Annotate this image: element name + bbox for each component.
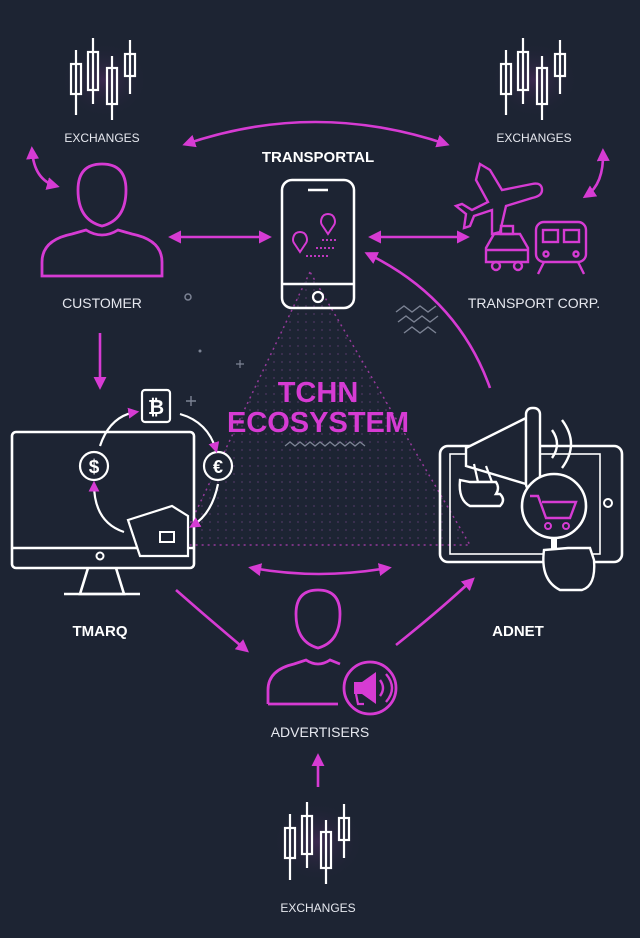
- person-icon: [40, 162, 164, 278]
- vehicles-icon: [453, 162, 588, 275]
- dollar-icon: [78, 450, 110, 482]
- node-tmarq: ₿ $ € TMARQ: [10, 388, 234, 640]
- arrow-tmarq-advertisers: [175, 589, 249, 653]
- connection-arrows: [26, 120, 610, 787]
- node-transportal: TRANSPORTAL: [262, 149, 374, 310]
- arrow-exchanges-left-transportal-right: [182, 120, 450, 148]
- node-exchanges-bottom: EXCHANGES: [272, 802, 364, 915]
- node-exchanges-top-right: EXCHANGES: [490, 38, 578, 145]
- advertisers-label: ADVERTISERS: [271, 724, 370, 740]
- svg-text:₿: ₿: [148, 397, 164, 419]
- candlestick-chart-icon: [283, 802, 351, 884]
- exchanges-bottom-label: EXCHANGES: [280, 901, 355, 915]
- exchanges-top-right-label: EXCHANGES: [496, 131, 571, 145]
- node-advertisers: ADVERTISERS: [266, 588, 398, 740]
- arrow-advertisers-adnet: [395, 577, 475, 647]
- node-adnet: ADNET: [438, 406, 624, 640]
- candlestick-chart-icon: [69, 38, 137, 120]
- bitcoin-icon: [140, 388, 172, 424]
- arrow-exchanges-customer: [26, 146, 60, 190]
- arrow-exchanges-transport: [582, 148, 610, 199]
- adnet-label: ADNET: [492, 623, 544, 640]
- tmarq-label: TMARQ: [73, 623, 128, 640]
- node-transport-corp: TRANSPORT CORP.: [453, 162, 600, 311]
- svg-text:€: €: [213, 457, 223, 477]
- center-title-line2: ECOSYSTEM: [227, 407, 409, 439]
- arrow-adnet-transportal: [364, 252, 492, 389]
- monitor-currency-icon: ₿ $ €: [10, 388, 234, 596]
- node-exchanges-top-left: EXCHANGES: [60, 38, 148, 145]
- person-megaphone-icon: [266, 588, 398, 716]
- center-title-line1: TCHN: [278, 377, 359, 409]
- candlestick-chart-icon: [499, 38, 567, 120]
- customer-label: CUSTOMER: [62, 295, 142, 311]
- svg-text:$: $: [89, 457, 100, 478]
- wallet-icon: [126, 504, 190, 558]
- node-customer: CUSTOMER: [40, 162, 164, 311]
- tablet-advertising-icon: [438, 406, 624, 592]
- arrow-tmarq-adnet: [248, 563, 392, 577]
- transportal-label: TRANSPORTAL: [262, 149, 374, 166]
- exchanges-top-left-label: EXCHANGES: [64, 131, 139, 145]
- transport-corp-label: TRANSPORT CORP.: [468, 295, 600, 311]
- smartphone-route-icon: [280, 178, 356, 310]
- ecosystem-triangle: [178, 270, 472, 546]
- center-wave-decoration: [284, 441, 366, 447]
